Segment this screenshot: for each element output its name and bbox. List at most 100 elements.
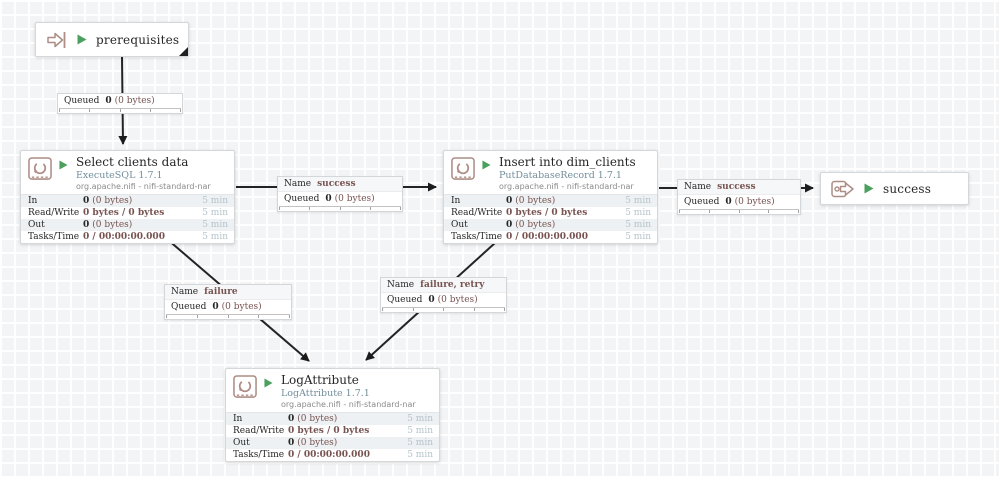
stat-label: Out [451,220,468,230]
connection-label-failure-retry[interactable]: Name failure, retry Queued 0 (0 bytes) [380,277,507,313]
port-name: success [883,181,932,196]
stat-size: (0 bytes) [92,220,133,230]
relationship-name: failure, retry [420,280,485,290]
connection-label-success-insert-to-port[interactable]: Name success Queued 0 (0 bytes) [677,179,801,215]
queued-label: Queued [64,96,100,106]
stat-size: (0 bytes) [92,196,133,206]
processor-select-clients-data[interactable]: Select clients data ExecuteSQL 1.7.1 org… [20,150,235,244]
queued-count: 0 [725,197,732,207]
relationship-name: success [717,182,756,192]
stat-value: 0 bytes / 0 bytes [288,426,370,436]
queued-count: 0 [428,295,435,305]
corner-triangle [179,47,188,56]
run-status-play-icon [864,183,874,194]
connection-label-prerequisites-queue[interactable]: Queued 0 (0 bytes) [57,93,183,114]
processor-type: PutDatabaseRecord 1.7.1 [499,170,622,181]
stat-row-tasks-time: Tasks/Time 0 / 00:00:00.000 5 min [21,231,234,243]
connection-label-success-select-to-insert[interactable]: Name success Queued 0 (0 bytes) [277,176,403,212]
stat-label: Read/Write [233,426,285,436]
queue-capacity-tickbar [679,209,799,214]
stat-window: 5 min [625,232,651,242]
stat-window: 5 min [625,196,651,206]
run-status-play-icon [77,34,87,45]
processor-type: LogAttribute 1.7.1 [281,388,370,399]
name-label: Name [171,287,199,297]
queued-size: (0 bytes) [437,295,478,305]
processor-icon [451,157,475,181]
queue-capacity-tickbar [59,108,181,113]
output-port-icon [831,179,855,199]
processor-title: Select clients data [76,155,189,169]
stat-value: 0 bytes / 0 bytes [506,208,588,218]
stat-row-readwrite: Read/Write 0 bytes / 0 bytes 5 min [444,207,657,219]
stat-size: (0 bytes) [297,414,338,424]
name-label: Name [684,182,712,192]
processor-bundle: org.apache.nifi - nifi-standard-nar [76,182,211,191]
stat-row-out: Out 0(0 bytes) 5 min [21,219,234,231]
stat-label: Tasks/Time [28,232,80,242]
processor-type: ExecuteSQL 1.7.1 [76,170,163,181]
processor-stats: In 0(0 bytes) 5 min Read/Write 0 bytes /… [21,194,234,243]
queued-size: (0 bytes) [114,96,155,106]
processor-logattribute[interactable]: LogAttribute LogAttribute 1.7.1 org.apac… [225,368,440,462]
stat-count: 0 [506,220,513,230]
stat-label: Read/Write [28,208,80,218]
relationship-name: success [317,179,356,189]
port-name: prerequisites [96,32,180,47]
processor-title: LogAttribute [281,373,359,387]
stat-row-tasks-time: Tasks/Time 0 / 00:00:00.000 5 min [226,449,439,461]
queue-capacity-tickbar [382,307,505,312]
queued-label: Queued [387,295,423,305]
stat-row-readwrite: Read/Write 0 bytes / 0 bytes 5 min [21,207,234,219]
stat-label: In [28,196,38,206]
queued-size: (0 bytes) [734,197,775,207]
stat-value: 0 / 00:00:00.000 [506,232,588,242]
run-status-play-icon [482,160,491,170]
stat-size: (0 bytes) [297,438,338,448]
stat-row-in: In 0(0 bytes) 5 min [226,413,439,425]
stat-label: In [233,414,243,424]
stat-row-out: Out 0(0 bytes) 5 min [444,219,657,231]
input-port-prerequisites[interactable]: prerequisites [35,22,189,57]
queued-count: 0 [105,96,112,106]
stat-window: 5 min [407,414,433,424]
output-port-success[interactable]: success [820,172,969,205]
stat-window: 5 min [202,208,228,218]
stat-value: 0 / 00:00:00.000 [83,232,165,242]
stat-count: 0 [83,196,90,206]
queued-label: Queued [684,197,720,207]
processor-icon [233,375,257,399]
processor-bundle: org.apache.nifi - nifi-standard-nar [499,182,634,191]
stat-row-in: In 0(0 bytes) 5 min [21,195,234,207]
stat-window: 5 min [407,438,433,448]
relationship-name: failure [204,287,238,297]
stat-value: 0 / 00:00:00.000 [288,450,370,460]
stat-label: Tasks/Time [451,232,503,242]
queued-size: (0 bytes) [221,302,262,312]
queued-label: Queued [284,194,320,204]
connection-label-failure[interactable]: Name failure Queued 0 (0 bytes) [164,284,292,320]
processor-title: Insert into dim_clients [499,155,636,169]
stat-count: 0 [288,438,295,448]
run-status-play-icon [59,160,68,170]
processor-stats: In 0(0 bytes) 5 min Read/Write 0 bytes /… [226,412,439,461]
stat-size: (0 bytes) [515,220,556,230]
processor-insert-into-dim-clients[interactable]: Insert into dim_clients PutDatabaseRecor… [443,150,658,244]
stat-window: 5 min [202,232,228,242]
processor-stats: In 0(0 bytes) 5 min Read/Write 0 bytes /… [444,194,657,243]
stat-window: 5 min [625,208,651,218]
processor-bundle: org.apache.nifi - nifi-standard-nar [281,400,416,409]
queue-capacity-tickbar [166,314,290,319]
name-label: Name [387,280,415,290]
stat-window: 5 min [407,426,433,436]
processor-icon [28,157,52,181]
stat-label: Tasks/Time [233,450,285,460]
queued-label: Queued [171,302,207,312]
stat-label: In [451,196,461,206]
stat-label: Out [28,220,45,230]
name-label: Name [284,179,312,189]
stat-row-readwrite: Read/Write 0 bytes / 0 bytes 5 min [226,425,439,437]
queued-count: 0 [212,302,219,312]
stat-count: 0 [288,414,295,424]
